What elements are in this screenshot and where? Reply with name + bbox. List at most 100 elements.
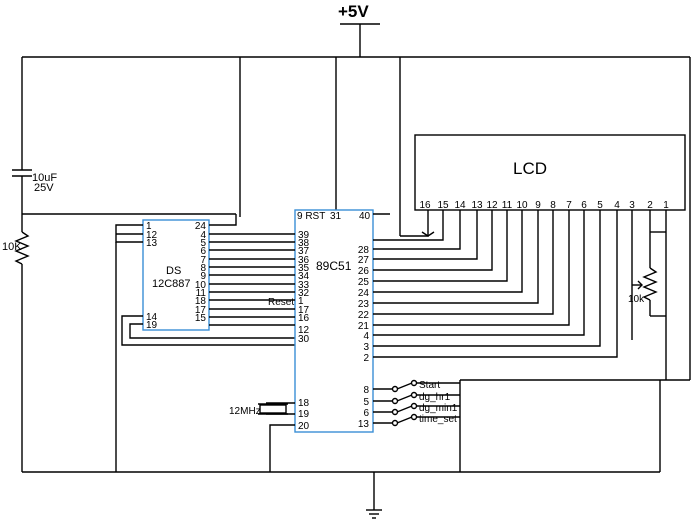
rtc-pin-7: 7: [200, 255, 206, 266]
mcu-pin-2: 2: [363, 353, 369, 364]
lcd-pin-4: 4: [614, 200, 620, 211]
rtc-pin-10: 10: [195, 280, 207, 291]
lcd-data-wire: [373, 210, 570, 326]
rtc-pin-14: 14: [146, 312, 158, 323]
switch-dg-hr1[interactable]: dg_hr1: [373, 391, 460, 405]
lcd-pin-11: 11: [502, 200, 513, 211]
lcd-pin-12: 12: [486, 200, 498, 211]
lcd-data-wire: [373, 210, 618, 358]
lcd-data-wire: [373, 210, 523, 293]
lcd-pin16-wire: [400, 210, 429, 237]
mcu-chip: [294, 209, 374, 433]
lcd-data-wire: [373, 210, 601, 347]
lcd-pin-9: 9: [535, 200, 541, 211]
rtc-pin-5: 5: [200, 238, 206, 249]
capacitor-value: 10uF: [32, 172, 57, 184]
resistor-10k: [14, 214, 30, 472]
lcd-title: LCD: [513, 159, 547, 178]
switch-label: Start: [419, 380, 440, 391]
mcu-pin-36: 36: [298, 255, 310, 266]
mcu-pin-rst: 9 RST: [297, 211, 325, 222]
mcu-pin-8: 8: [363, 385, 369, 396]
lcd-data-wire: [373, 210, 461, 250]
lcd-pin-6: 6: [581, 200, 587, 211]
switch-time-set[interactable]: time_set: [373, 413, 460, 427]
lcd-data-wire: [373, 210, 539, 304]
mcu-pin-18: 18: [298, 398, 310, 409]
mcu-pin-22: 22: [358, 310, 370, 321]
mcu-pin-13: 13: [358, 419, 370, 430]
capacitor: [12, 57, 32, 214]
mcu-reset-label: Reset: [268, 297, 294, 308]
mcu-pin-4: 4: [363, 331, 369, 342]
rtc-name-line1: DS: [166, 265, 181, 277]
mcu-pin-40: 40: [359, 211, 371, 222]
lcd-data-wire: [373, 210, 478, 260]
rtc-pin-1: 1: [146, 221, 152, 232]
lcd-pin-5: 5: [597, 200, 603, 211]
ground-symbol: [366, 509, 382, 519]
switch-label: dg_min1: [419, 403, 458, 414]
rtc-wire-14: [121, 315, 300, 346]
rtc-pin-18: 18: [195, 296, 207, 307]
lcd-pin-15: 15: [437, 200, 449, 211]
mcu-pin-19: 19: [298, 409, 310, 420]
lcd-data-wire: [373, 210, 508, 282]
switch-label: dg_hr1: [419, 392, 451, 403]
mcu-pin-20: 20: [298, 421, 310, 432]
lcd-pin-14: 14: [454, 200, 466, 211]
mcu-pin-34: 34: [298, 271, 310, 282]
rtc-chip: [142, 219, 210, 331]
mcu-pin-21: 21: [358, 321, 370, 332]
rtc-pin-8: 8: [200, 263, 206, 274]
lcd-data-wire: [373, 210, 554, 315]
rtc-pin-19: 19: [146, 320, 158, 331]
mcu-pin-27: 27: [358, 255, 370, 266]
lcd-pin-7: 7: [566, 200, 572, 211]
crystal: [258, 402, 295, 472]
switch-dg-min1[interactable]: dg_min1: [373, 402, 460, 416]
rtc-wire-19: [129, 323, 300, 339]
mcu-pin-23: 23: [358, 299, 370, 310]
mcu-pin-33: 33: [298, 280, 310, 291]
lcd-pin-16: 16: [419, 200, 431, 211]
pot-label: 10k: [628, 294, 645, 305]
rtc-pin-17: 17: [195, 305, 207, 316]
rtc-pin-15: 15: [195, 313, 207, 324]
mcu-pin-39: 39: [298, 230, 310, 241]
rtc-pin-24: 24: [195, 221, 207, 232]
lcd-pin-3: 3: [629, 200, 635, 211]
rtc-pin-11: 11: [196, 288, 207, 299]
mcu-pin-30: 30: [298, 334, 310, 345]
rtc-pin-9: 9: [200, 271, 206, 282]
mcu-pin-5: 5: [363, 397, 369, 408]
mcu-pin-32: 32: [298, 288, 310, 299]
rtc-vcc-wire: [209, 218, 237, 226]
mcu-pin-3: 3: [363, 342, 369, 353]
mcu-pin-25: 25: [358, 277, 370, 288]
resistor-label: 10K: [2, 241, 22, 253]
lcd-pin-10: 10: [516, 200, 528, 211]
mcu-pin-16: 16: [298, 313, 310, 324]
mcu-pin-28: 28: [358, 245, 370, 256]
rtc-pin-6: 6: [200, 246, 206, 257]
mcu-pin-12: 12: [298, 325, 310, 336]
rtc-name-line2: 12C887: [152, 278, 191, 290]
crystal-label: 12MHz: [229, 406, 261, 417]
contrast-pot: [632, 267, 664, 317]
switch-Start[interactable]: Start: [373, 379, 460, 393]
lcd-data-wire: [373, 210, 585, 336]
lcd-pin-8: 8: [550, 200, 556, 211]
mcu-lcd-bus: [373, 210, 618, 358]
mcu-pin-35: 35: [298, 263, 310, 274]
rtc-pin-13: 13: [146, 238, 158, 249]
mcu-pin-17: 17: [298, 305, 310, 316]
lcd-module: [414, 134, 686, 211]
capacitor-voltage: 25V: [34, 182, 54, 194]
rtc-mcu-bus: [209, 233, 295, 326]
mcu-pin-6: 6: [363, 408, 369, 419]
mcu-pin-31: 31: [330, 211, 342, 222]
mcu-name: 89C51: [316, 259, 352, 273]
switch-label: time_set: [419, 414, 457, 425]
